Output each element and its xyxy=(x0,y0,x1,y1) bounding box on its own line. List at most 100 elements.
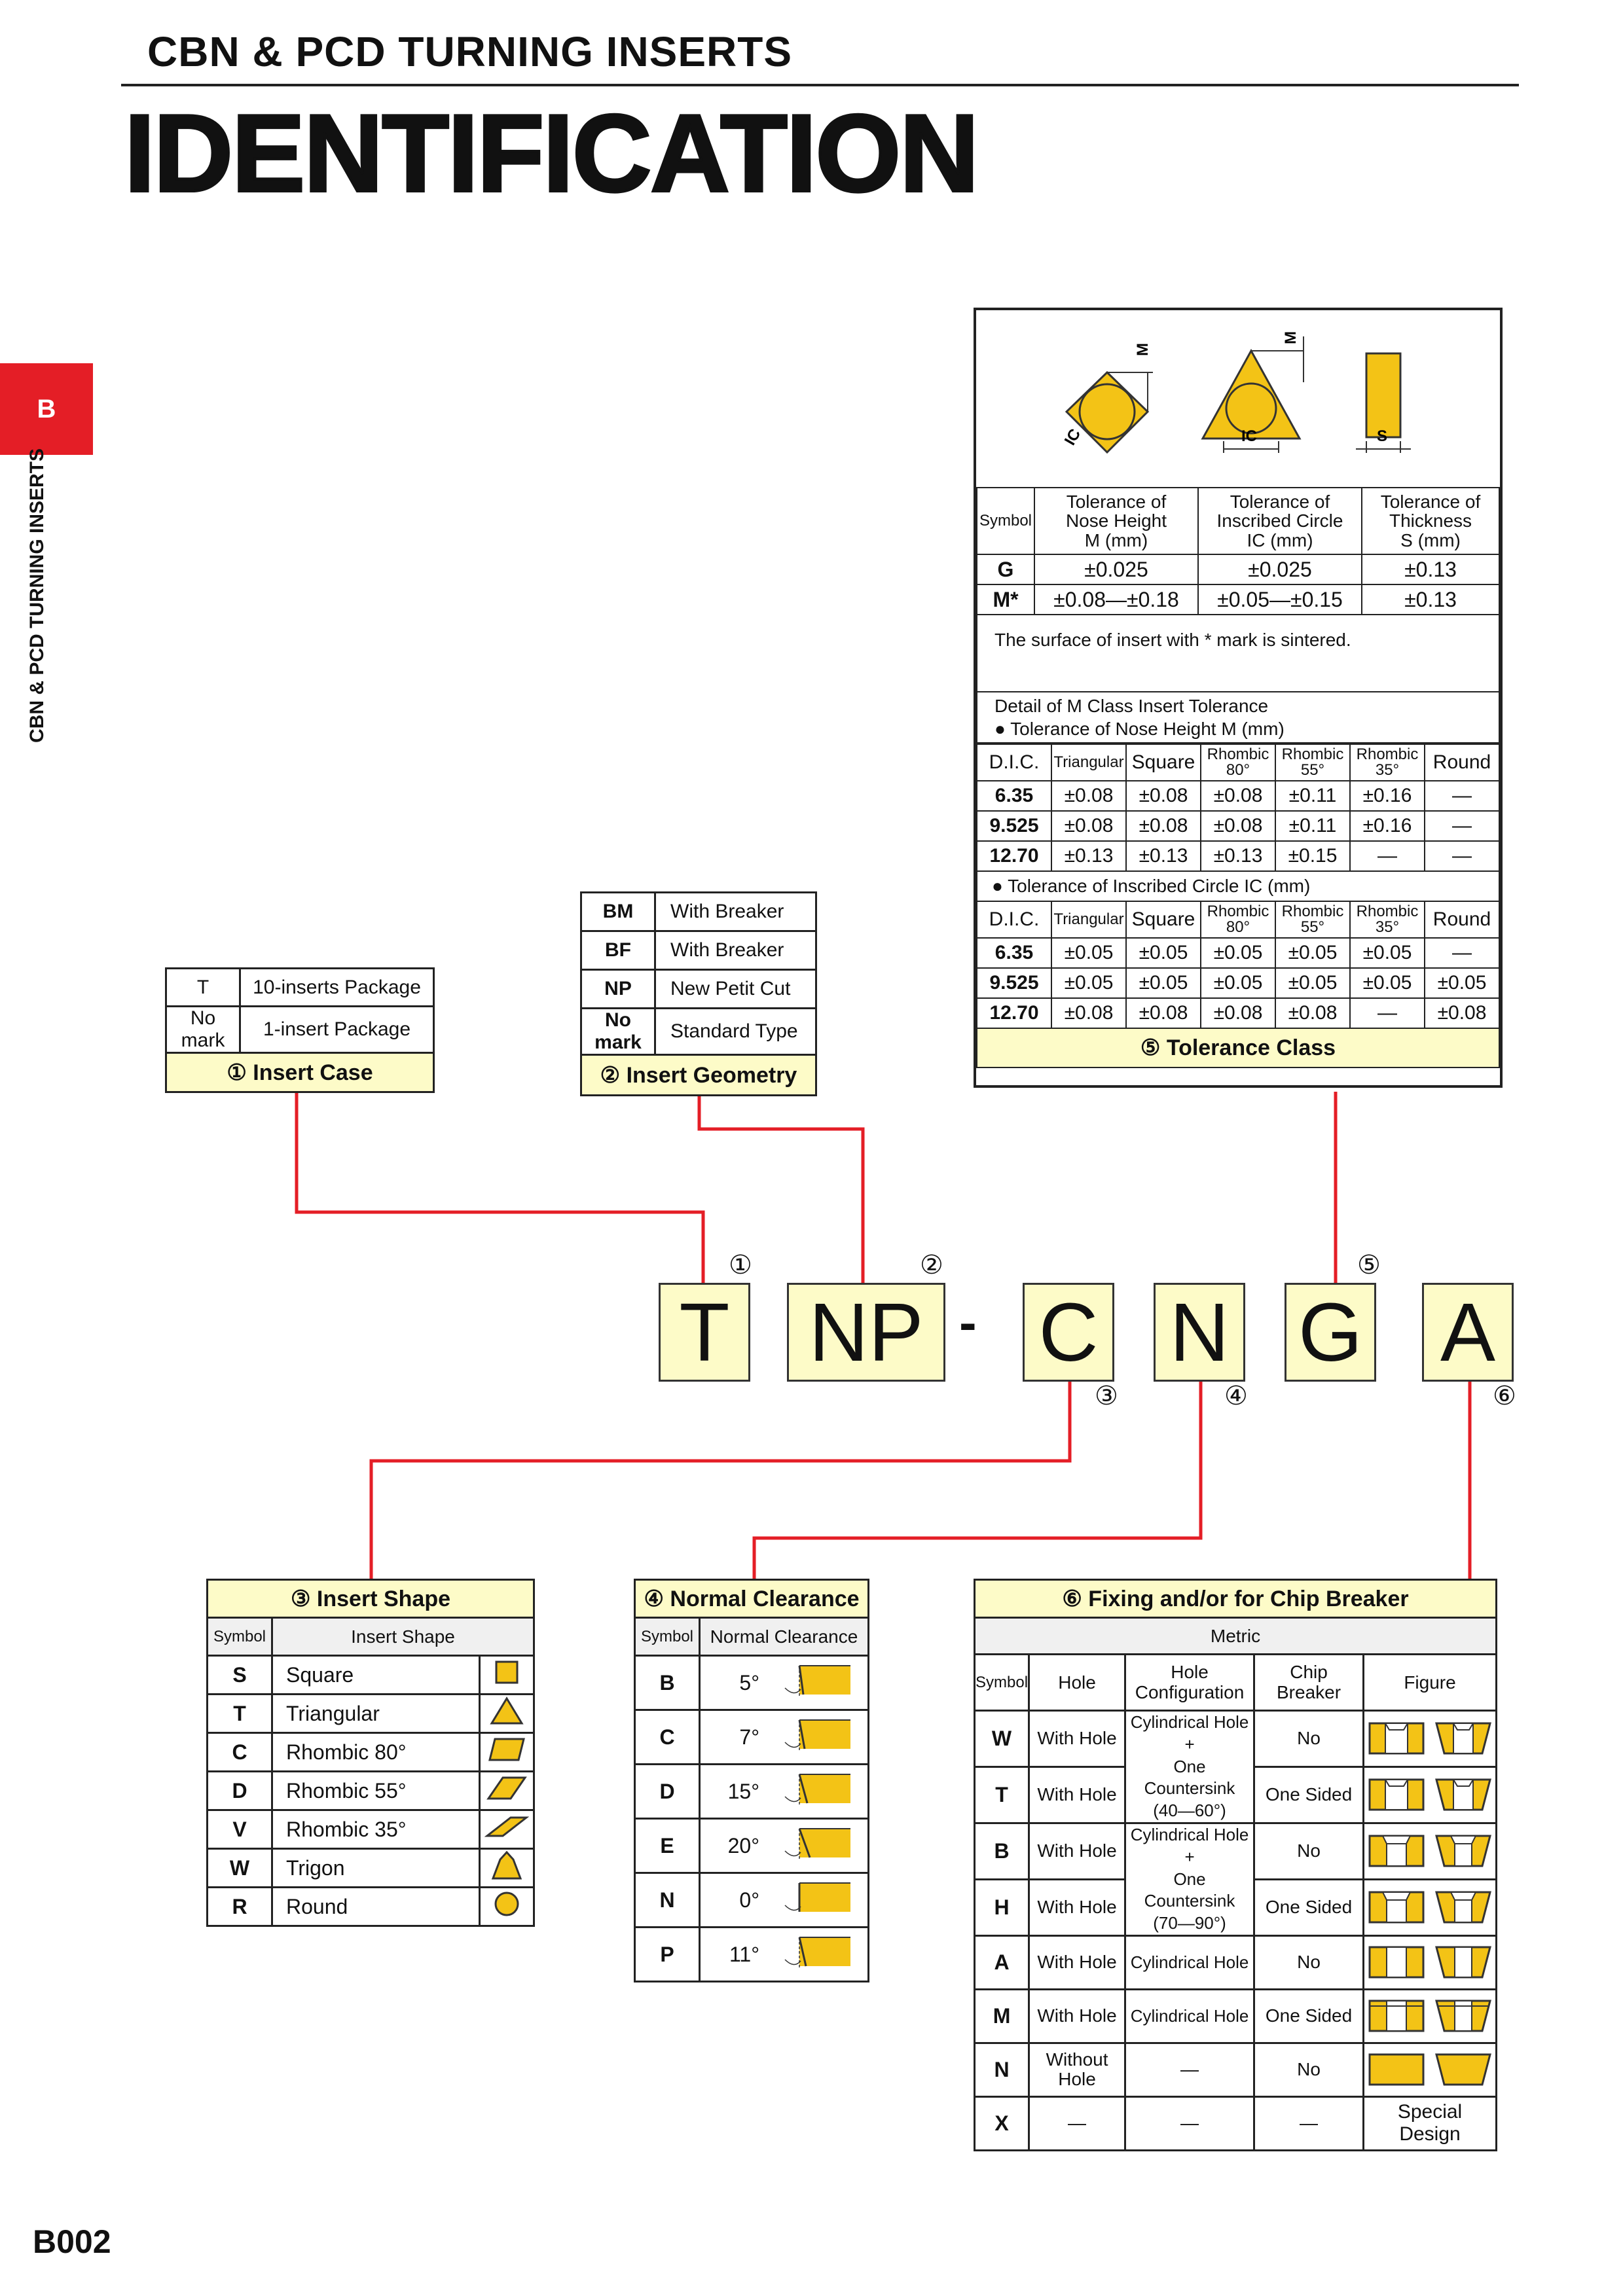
shape-name: Rhombic 55° xyxy=(271,1770,481,1811)
value-cell: ±0.08 xyxy=(1200,780,1276,812)
clearance-angle: 15° xyxy=(699,1763,763,1820)
value-cell: ±0.08 xyxy=(1125,780,1201,812)
tolerance-class-caption: ⑤ Tolerance Class xyxy=(976,1028,1500,1068)
symbol-cell: NP xyxy=(580,969,656,1009)
symbol-cell: B xyxy=(973,1821,1030,1880)
symbol-cell: A xyxy=(973,1934,1030,1990)
code-num-4: ④ xyxy=(1224,1382,1248,1410)
value-cell: ±0.13 xyxy=(1361,584,1500,615)
insert-shape-caption: ③ Insert Shape xyxy=(206,1579,535,1619)
clearance-angle-icon xyxy=(763,1926,869,1982)
value-cell: ±0.05 xyxy=(1200,937,1276,969)
value-cell: ±0.08 xyxy=(1051,780,1127,812)
header-rule xyxy=(121,84,1519,86)
col-round: Round xyxy=(1424,901,1500,939)
code-part-5: G xyxy=(1285,1283,1376,1382)
value-cell: ±0.05—±0.15 xyxy=(1197,584,1362,615)
code-num-6: ⑥ xyxy=(1493,1382,1516,1410)
hole-cell: With Hole xyxy=(1028,1765,1127,1824)
value-cell: ±0.05 xyxy=(1051,967,1127,999)
chip-cell: No xyxy=(1253,1710,1365,1768)
clearance-angle: 0° xyxy=(699,1872,763,1928)
ic-label: IC xyxy=(1061,426,1084,448)
value-cell: ±0.11 xyxy=(1275,780,1351,812)
hole-cell: With Hole xyxy=(1028,1878,1127,1937)
config-cell: — xyxy=(1124,2095,1256,2151)
code-num-3: ③ xyxy=(1095,1382,1118,1410)
s-label: S xyxy=(1377,427,1387,445)
value-cell: ±0.025 xyxy=(1197,554,1362,585)
value-cell: — xyxy=(1424,780,1500,812)
square-icon xyxy=(479,1655,535,1695)
desc-cell: With Breaker xyxy=(654,891,817,932)
code-part-3: C xyxy=(1023,1283,1114,1382)
chip-cell: One Sided xyxy=(1253,1988,1365,2044)
detail-title: Detail of M Class Insert Tolerance● Tole… xyxy=(976,691,1500,744)
thickness-icon xyxy=(1365,352,1402,439)
col-symbol: Symbol xyxy=(206,1617,273,1657)
value-cell: — xyxy=(1424,937,1500,969)
dic-cell: 6.35 xyxy=(976,780,1052,812)
value-cell: ±0.08 xyxy=(1275,997,1351,1029)
value-cell: ±0.05 xyxy=(1125,967,1201,999)
page-title: IDENTIFICATION xyxy=(123,92,980,215)
config-cell: Cylindrical Hole xyxy=(1124,1934,1256,1990)
fixing-caption: ⑥ Fixing and/or for Chip Breaker xyxy=(974,1579,1497,1619)
symbol-cell: V xyxy=(206,1809,273,1850)
code-separator: - xyxy=(959,1293,977,1352)
value-cell: ±0.05 xyxy=(1424,967,1500,999)
desc-cell: 10-inserts Package xyxy=(239,967,435,1007)
symbol-cell: BM xyxy=(580,891,656,932)
section-tab[interactable]: B xyxy=(0,363,93,455)
symbol-cell: T xyxy=(973,1765,1030,1824)
side-label: CBN & PCD TURNING INSERTS xyxy=(26,448,48,743)
desc-cell: 1-insert Package xyxy=(239,1005,435,1054)
insert-figure-icon xyxy=(1362,2041,1497,2098)
symbol-cell: N xyxy=(634,1872,701,1928)
hole-cell: With Hole xyxy=(1028,1710,1127,1768)
insert-figure-icon xyxy=(1362,1821,1497,1880)
metric-header: Metric xyxy=(974,1617,1497,1655)
symbol-cell: S xyxy=(206,1655,273,1695)
col-dic: D.I.C. xyxy=(976,744,1052,781)
value-cell: ±0.08 xyxy=(1125,997,1201,1029)
symbol-cell: N xyxy=(973,2041,1030,2098)
symbol-cell: D xyxy=(634,1763,701,1820)
ic-label: IC xyxy=(1241,427,1257,445)
shape-name: Trigon xyxy=(271,1848,481,1888)
shape-name: Round xyxy=(271,1886,481,1927)
dic-cell: 9.525 xyxy=(976,810,1052,842)
hole-cell: With Hole xyxy=(1028,1988,1127,2044)
insert-figure-icon xyxy=(1362,1878,1497,1937)
insert-figure-icon xyxy=(1362,1765,1497,1824)
clearance-angle: 5° xyxy=(699,1655,763,1711)
hole-cell: Without Hole xyxy=(1028,2041,1127,2098)
symbol-cell: X xyxy=(973,2095,1030,2151)
config-cell: Cylindrical Hole+One Countersink(70—90°) xyxy=(1124,1821,1256,1937)
rhombic-55-icon xyxy=(479,1770,535,1811)
chip-cell: One Sided xyxy=(1253,1765,1365,1824)
symbol-cell: M* xyxy=(976,584,1035,615)
col-triangular: Triangular xyxy=(1051,901,1127,939)
value-cell: ±0.05 xyxy=(1275,937,1351,969)
symbol-cell: D xyxy=(206,1770,273,1811)
value-cell: ±0.05 xyxy=(1275,967,1351,999)
desc-cell: New Petit Cut xyxy=(654,969,817,1009)
shape-name: Rhombic 35° xyxy=(271,1809,481,1850)
symbol-cell: R xyxy=(206,1886,273,1927)
symbol-cell: E xyxy=(634,1818,701,1874)
symbol-cell: W xyxy=(206,1848,273,1888)
col-clearance: Normal Clearance xyxy=(699,1617,869,1657)
col-shape: Insert Shape xyxy=(271,1617,535,1657)
